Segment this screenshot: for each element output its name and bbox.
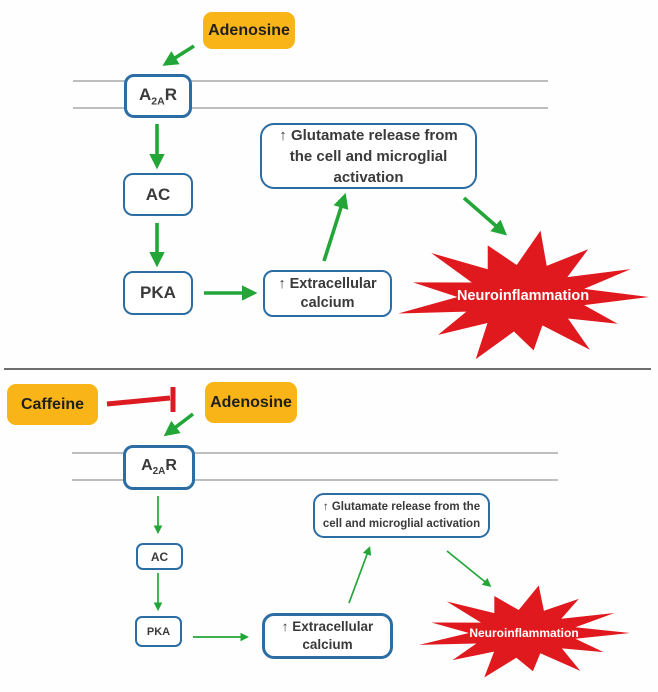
adenosine-label-bottom: Adenosine xyxy=(210,393,292,411)
arrow-glutamate-to-burst-bottom xyxy=(446,550,492,587)
arrow-adenosine-to-receptor-bottom xyxy=(163,412,195,437)
adenosine-label-top: Adenosine xyxy=(208,21,290,39)
pka-label-top: PKA xyxy=(140,283,176,302)
adenosine-box-bottom: Adenosine xyxy=(205,382,297,423)
glutamate-label-bottom: ↑ Glutamate release from the cell and mi… xyxy=(322,500,481,530)
glutamate-box-top: ↑ Glutamate release from the cell and mi… xyxy=(260,123,477,189)
arrow-adenosine-to-receptor-top xyxy=(162,44,195,66)
neuroinflammation-label-top: Neuroinflammation xyxy=(456,288,590,304)
ac-box-top: AC xyxy=(123,173,193,216)
a2a-receptor-box-top: A2AR xyxy=(124,74,192,118)
arrow-calcium-to-glutamate-bottom xyxy=(348,546,372,604)
ac-label-bottom: AC xyxy=(150,549,169,564)
ac-label-top: AC xyxy=(145,184,171,204)
pka-box-bottom: PKA xyxy=(135,616,182,647)
glutamate-label-top: ↑ Glutamate release from the cell and mi… xyxy=(279,126,458,186)
a2a-receptor-box-bottom: A2AR xyxy=(123,445,195,490)
caffeine-box: Caffeine xyxy=(7,384,98,425)
inhibition-bar-caffeine xyxy=(106,387,176,412)
pka-label-bottom: PKA xyxy=(146,625,171,638)
arrow-calcium-to-glutamate-top xyxy=(322,192,349,262)
caffeine-label: Caffeine xyxy=(20,395,85,413)
a2a-receptor-label-bottom: A2AR xyxy=(141,457,177,478)
ac-box-bottom: AC xyxy=(136,543,183,570)
a2a-receptor-label-top: A2AR xyxy=(138,84,178,108)
extracellular-calcium-box-top: ↑ Extracellular calcium xyxy=(263,270,392,317)
pka-box-top: PKA xyxy=(123,271,193,315)
neuroinflammation-label-bottom: Neuroinflammation xyxy=(469,626,579,640)
extracellular-calcium-label-top: ↑ Extracellular calcium xyxy=(278,275,377,311)
extracellular-calcium-label-bottom: ↑ Extracellular calcium xyxy=(281,619,374,652)
extracellular-calcium-box-bottom: ↑ Extracellular calcium xyxy=(262,613,393,659)
arrow-glutamate-to-burst-top xyxy=(462,196,508,236)
adenosine-box-top: Adenosine xyxy=(203,12,295,49)
glutamate-box-bottom: ↑ Glutamate release from the cell and mi… xyxy=(313,493,490,538)
